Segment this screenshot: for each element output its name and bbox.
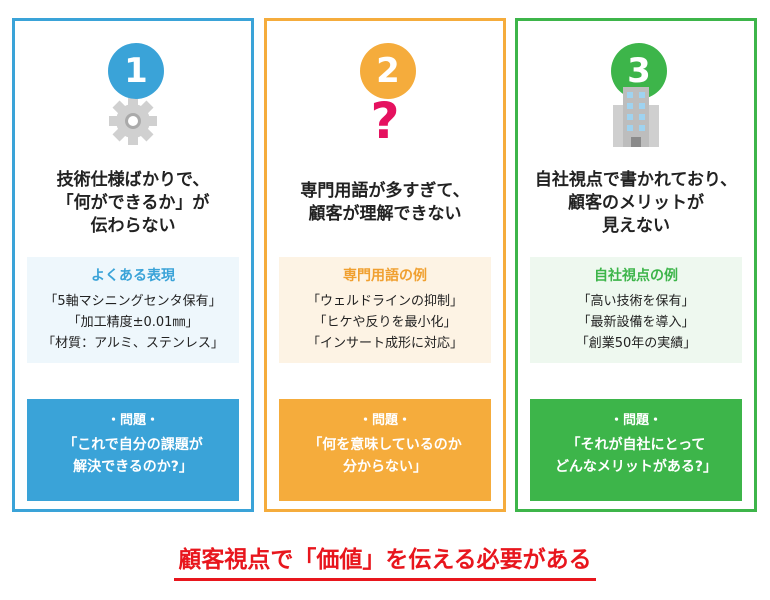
problem-box: ・問題・ 「これで自分の課題が 解決できるのか?」: [27, 399, 239, 501]
gear-icon: [15, 87, 251, 147]
example-heading: よくある表現: [91, 268, 175, 284]
example-item: 「5軸マシニングセンタ保有」: [44, 294, 222, 309]
example-item: 「最新設備を導入」: [577, 315, 695, 330]
step-number-1: 1: [108, 43, 164, 99]
step-number-2: 2: [360, 43, 416, 99]
card-1: 1 技術仕様ばかりで、 「何ができるか」が 伝わらない よくある表現 「5軸マシ…: [12, 18, 254, 512]
problem-box: ・問題・ 「何を意味しているのか 分からない」: [279, 399, 491, 501]
example-item: 「加工精度±0.01㎜」: [67, 315, 199, 330]
example-heading: 自社視点の例: [594, 268, 678, 284]
problem-heading: ・問題・: [609, 413, 662, 428]
conclusion: 顧客視点で「価値」を伝える必要がある: [0, 540, 770, 581]
example-item: 「ウェルドラインの抑制」: [306, 294, 463, 309]
example-box: 専門用語の例 「ウェルドラインの抑制」 「ヒケや反りを最小化」 「インサート成形…: [279, 257, 491, 363]
problem-heading: ・問題・: [106, 413, 159, 428]
example-item: 「ヒケや反りを最小化」: [313, 315, 457, 330]
problem-text: 「それが自社にとって どんなメリットがある?」: [554, 437, 718, 475]
card-title: 技術仕様ばかりで、 「何ができるか」が 伝わらない: [56, 169, 210, 236]
conclusion-text: 顧客視点で「価値」を伝える必要がある: [174, 540, 596, 581]
problem-text: 「これで自分の課題が 解決できるのか?」: [63, 437, 203, 475]
example-heading: 専門用語の例: [343, 268, 427, 284]
example-box: 自社視点の例 「高い技術を保有」 「最新設備を導入」 「創業50年の実績」: [530, 257, 742, 363]
example-item: 「材質：アルミ、ステンレス」: [42, 336, 224, 351]
card-title: 自社視点で書かれており、 顧客のメリットが 見えない: [534, 169, 738, 236]
example-item: 「インサート成形に対応」: [306, 336, 463, 351]
problem-heading: ・問題・: [358, 413, 411, 428]
problem-box: ・問題・ 「それが自社にとって どんなメリットがある?」: [530, 399, 742, 501]
card-2: 2 ? 専門用語が多すぎて、 顧客が理解できない 専門用語の例 「ウェルドライン…: [264, 18, 506, 512]
card-title: 専門用語が多すぎて、 顧客が理解できない: [300, 181, 470, 224]
example-item: 「高い技術を保有」: [577, 294, 695, 309]
problem-text: 「何を意味しているのか 分からない」: [308, 437, 462, 475]
question-mark-icon: ?: [370, 92, 400, 150]
example-item: 「創業50年の実績」: [575, 336, 697, 351]
card-3: 3 自社視点で書かれており、 顧客のメリットが 見えない 自社視点の例 「高い技…: [515, 18, 757, 512]
building-icon: [518, 87, 754, 147]
example-box: よくある表現 「5軸マシニングセンタ保有」 「加工精度±0.01㎜」 「材質：ア…: [27, 257, 239, 363]
